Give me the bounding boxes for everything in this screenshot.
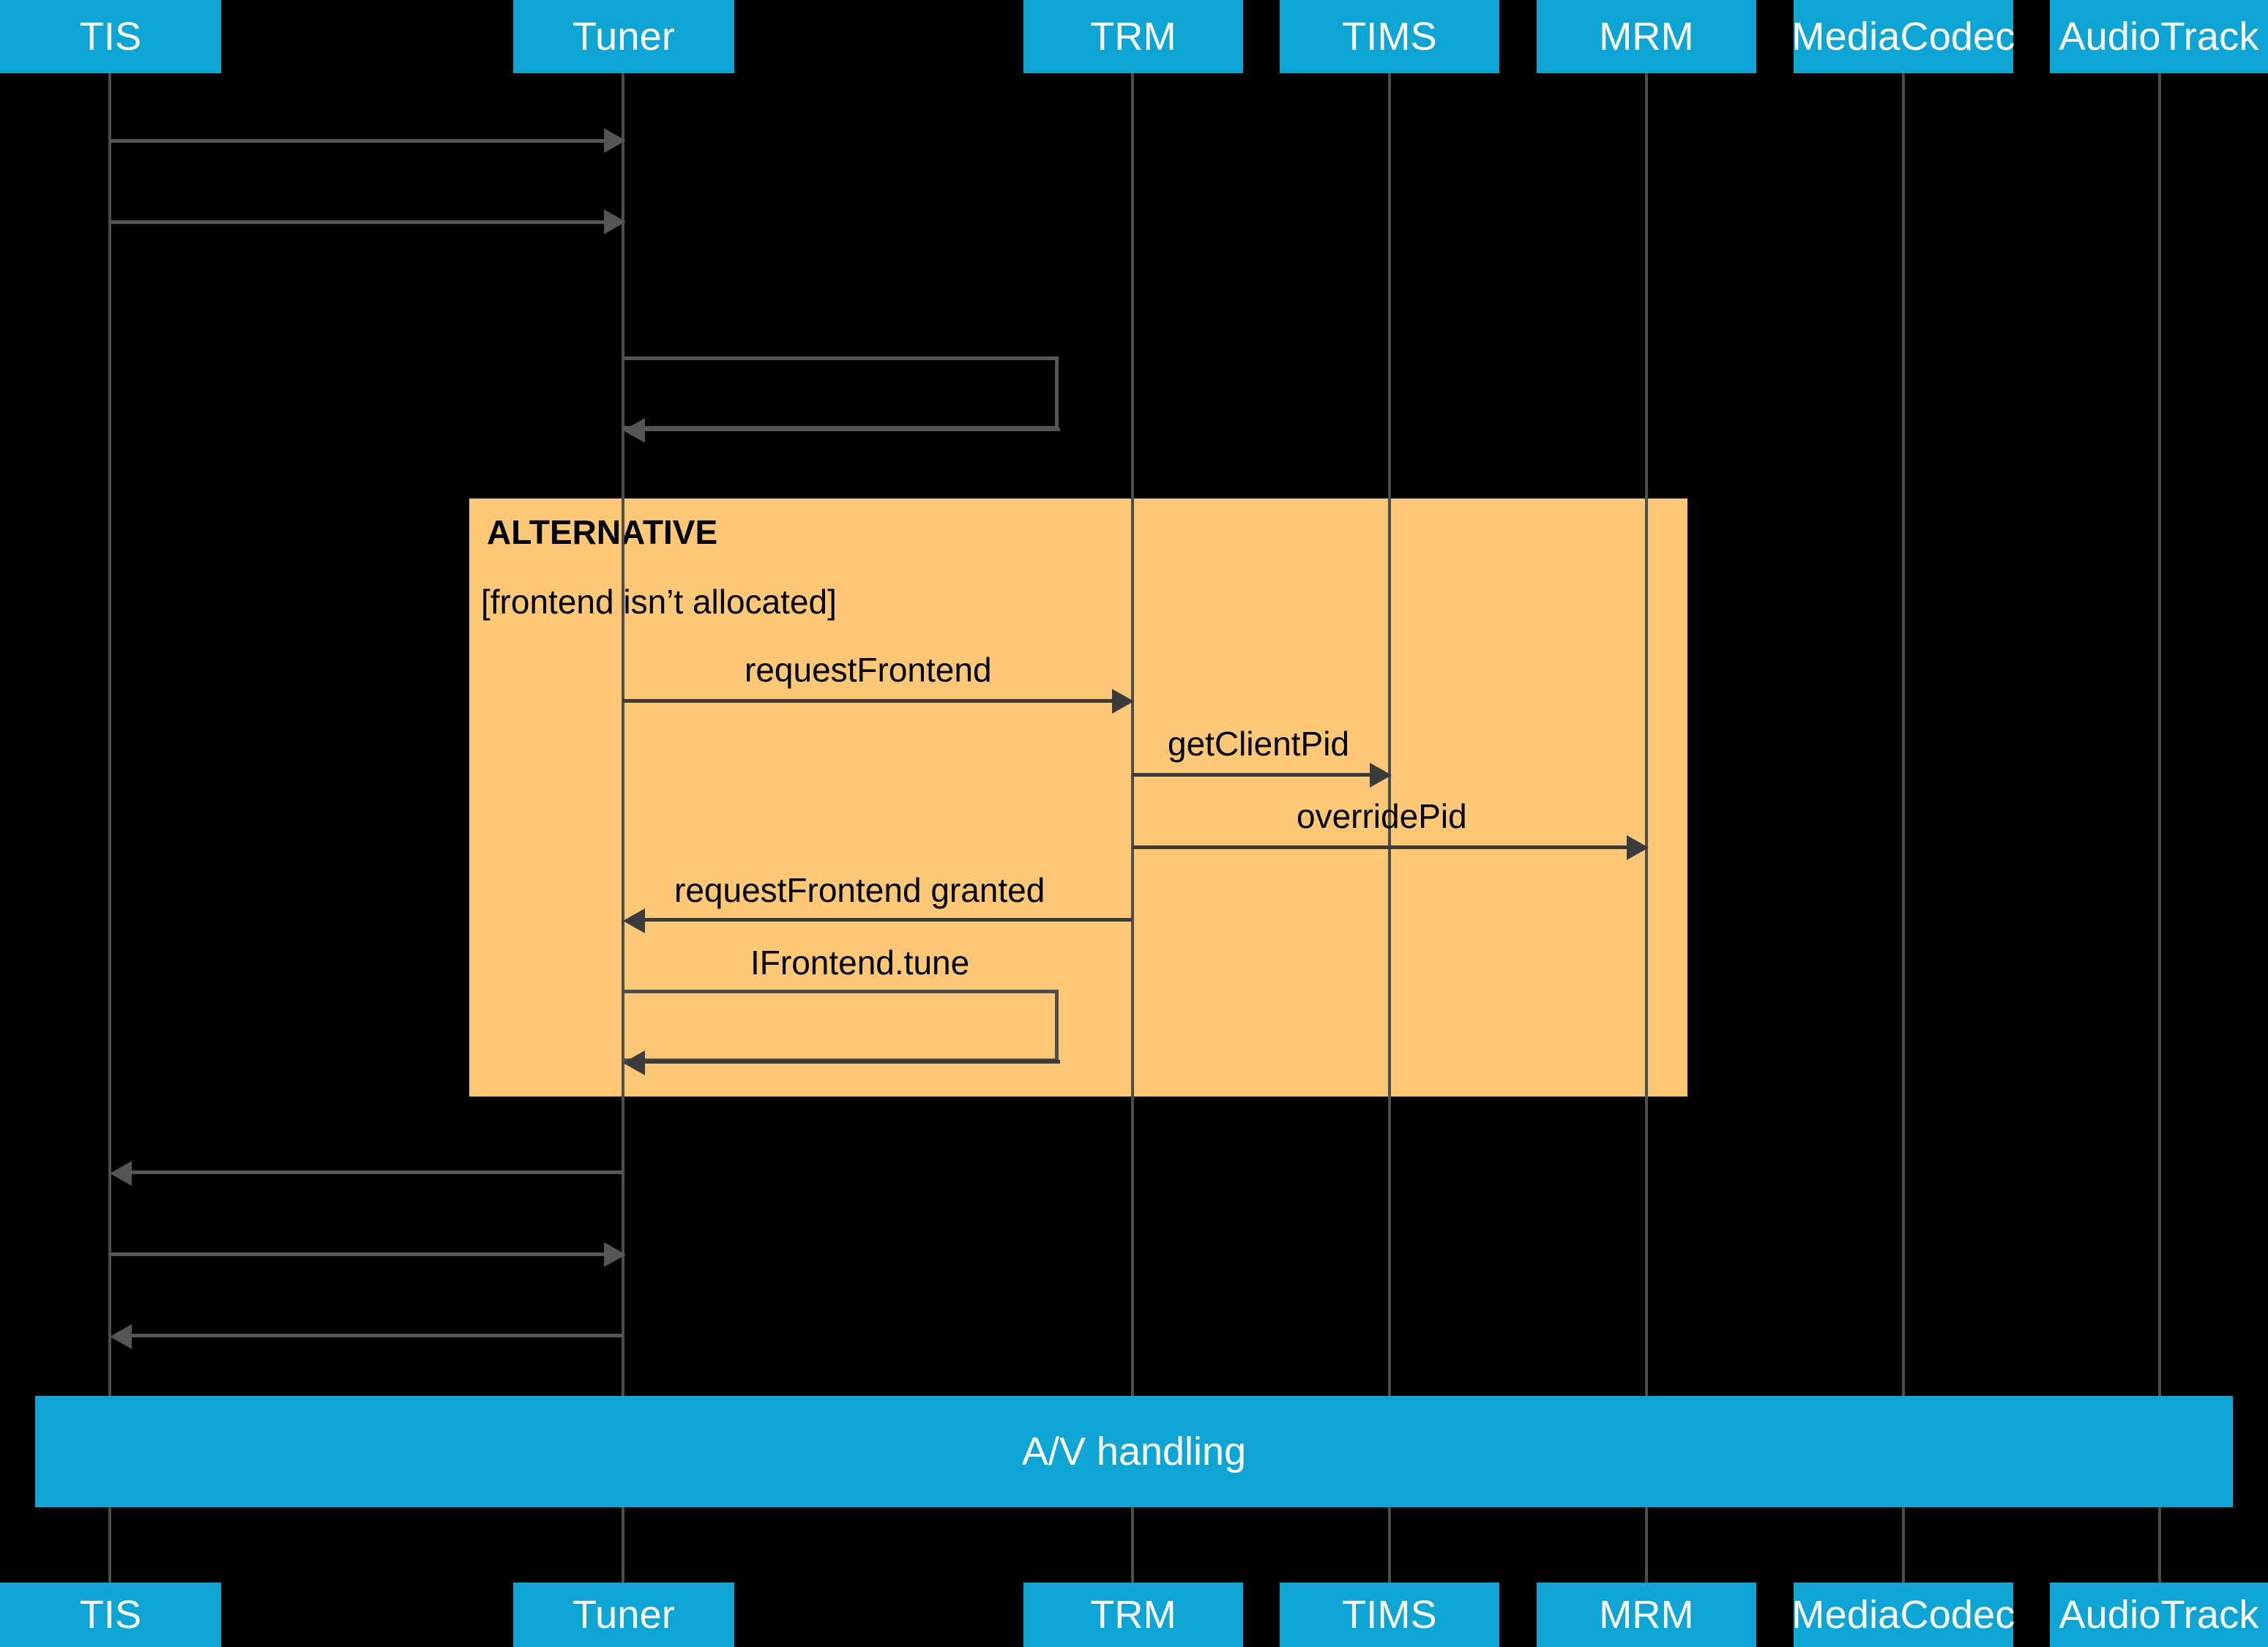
arrowhead-tis-to-tuner-3 xyxy=(604,1242,626,1267)
arrowhead-get-client-pid xyxy=(1370,763,1392,788)
actor-header-mrm[interactable]: MRM xyxy=(1537,0,1756,73)
actor-header-audiotrack[interactable]: AudioTrack xyxy=(2050,0,2268,73)
arrowhead-tis-to-tuner-2 xyxy=(604,209,626,234)
message-line-get-client-pid xyxy=(1133,773,1370,777)
lifeline-tis xyxy=(108,73,111,1583)
actor-header-tis[interactable]: TIS xyxy=(0,0,221,73)
arrowhead-tuner-self-1 xyxy=(623,418,645,443)
actor-header-tims[interactable]: TIMS xyxy=(1280,0,1499,73)
lifeline-audiotrack xyxy=(2158,73,2161,1583)
message-line-tuner-to-tis-2 xyxy=(130,1334,623,1337)
arrowhead-request-frontend-granted xyxy=(623,908,645,933)
actor-header-trm[interactable]: TRM xyxy=(1023,0,1243,73)
self-call-box-tuner-1 xyxy=(623,356,1059,430)
message-line-request-frontend-granted xyxy=(643,918,1133,922)
lifeline-trm-in-fragment xyxy=(1131,498,1134,1097)
message-label-ifrontend-tune: IFrontend.tune xyxy=(750,944,970,982)
arrowhead-tuner-to-tis-2 xyxy=(110,1324,132,1349)
message-label-request-frontend-granted: requestFrontend granted xyxy=(674,871,1045,909)
av-handling-bar[interactable]: A/V handling xyxy=(35,1396,2233,1507)
alternative-fragment-label: ALTERNATIVE xyxy=(487,513,718,551)
alternative-fragment xyxy=(469,498,1687,1097)
alternative-fragment-guard: [frontend isn’t allocated] xyxy=(481,583,837,621)
message-line-tuner-self-1-return xyxy=(643,427,1060,431)
arrowhead-tis-to-tuner-1 xyxy=(604,128,626,153)
arrowhead-tuner-to-tis-1 xyxy=(110,1161,132,1186)
actor-footer-mediacodec[interactable]: MediaCodec xyxy=(1791,1583,2015,1647)
arrowhead-override-pid xyxy=(1627,835,1649,860)
arrowhead-request-frontend xyxy=(1112,689,1134,714)
actor-footer-tims[interactable]: TIMS xyxy=(1280,1583,1499,1647)
actor-footer-mrm[interactable]: MRM xyxy=(1537,1583,1756,1647)
lifeline-tims-in-fragment xyxy=(1388,498,1391,1097)
actor-header-mediacodec[interactable]: MediaCodec xyxy=(1791,0,2015,73)
lifeline-mediacodec xyxy=(1902,73,1905,1583)
message-line-ifrontend-tune-return xyxy=(643,1060,1060,1064)
actor-footer-audiotrack[interactable]: AudioTrack xyxy=(2050,1583,2268,1647)
actor-footer-tuner[interactable]: Tuner xyxy=(513,1583,734,1647)
message-line-tis-to-tuner-2 xyxy=(110,220,608,224)
lifeline-mrm-in-fragment xyxy=(1645,498,1648,1097)
actor-footer-tis[interactable]: TIS xyxy=(0,1583,221,1647)
message-line-request-frontend xyxy=(623,699,1112,703)
message-label-override-pid: overridePid xyxy=(1297,797,1467,835)
message-line-override-pid xyxy=(1133,845,1627,849)
self-call-box-ifrontend-tune xyxy=(623,990,1059,1062)
arrowhead-ifrontend-tune xyxy=(623,1050,645,1075)
message-line-tis-to-tuner-1 xyxy=(110,139,608,143)
message-label-get-client-pid: getClientPid xyxy=(1168,725,1350,763)
actor-header-tuner[interactable]: Tuner xyxy=(513,0,734,73)
actor-footer-trm[interactable]: TRM xyxy=(1023,1583,1243,1647)
message-label-request-frontend: requestFrontend xyxy=(745,651,992,689)
message-line-tuner-to-tis-1 xyxy=(130,1170,623,1174)
lifeline-tuner-in-fragment xyxy=(622,498,624,1097)
message-line-tis-to-tuner-3 xyxy=(110,1252,608,1256)
